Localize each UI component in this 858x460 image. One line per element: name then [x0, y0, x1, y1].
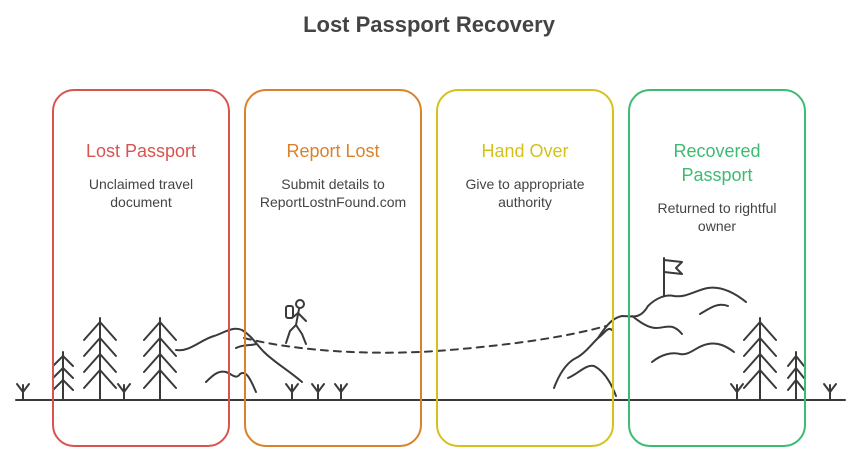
mountain-icon [175, 327, 303, 393]
flag-icon [663, 257, 683, 297]
mountain-icon [553, 286, 747, 397]
step-title: Report Lost [286, 141, 380, 161]
trail-path [243, 325, 607, 354]
tree-icon [143, 317, 177, 401]
step-title: Lost Passport [85, 141, 197, 161]
diagram-title: Lost Passport Recovery [303, 12, 555, 37]
step-card-lost-passport: Lost Passport Unclaimed travel document [52, 89, 230, 447]
step-description: Submit details to ReportLostnFound.com [259, 176, 407, 210]
tree-icon [52, 351, 74, 401]
step-description: Returned to rightful owner [657, 200, 777, 234]
step-description: Give to appropriate authority [465, 176, 585, 210]
hiker-icon [285, 299, 307, 345]
step-card-hand-over: Hand Over Give to appropriate authority [436, 89, 614, 447]
step-title: Hand Over [481, 141, 569, 161]
tree-icon [83, 317, 117, 401]
step-title: Recovered Passport [673, 141, 761, 185]
step-card-recovered-passport: Recovered Passport Returned to rightful … [628, 89, 806, 447]
grass-icon [16, 383, 837, 400]
step-card-report-lost: Report Lost Submit details to ReportLost… [244, 89, 422, 447]
tree-icon [787, 351, 805, 401]
tree-icon [743, 317, 777, 401]
step-description: Unclaimed travel document [88, 176, 194, 210]
